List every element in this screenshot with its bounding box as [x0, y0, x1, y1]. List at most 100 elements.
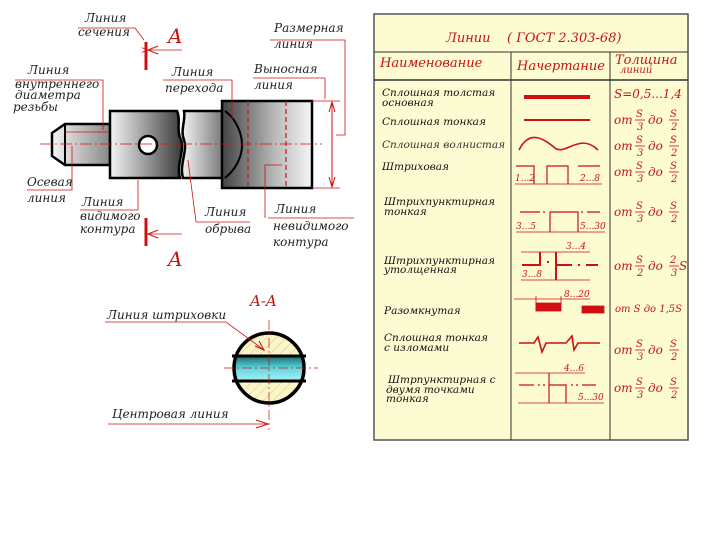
- label-thread-line: Линия внутреннего диаметра резьбы: [13, 63, 99, 114]
- svg-text:сечения: сечения: [78, 25, 130, 39]
- svg-text:4...6: 4...6: [563, 364, 584, 374]
- thickness-from: от: [614, 165, 633, 179]
- svg-text:тонкая: тонкая: [386, 393, 429, 405]
- thickness-to: до: [648, 139, 663, 153]
- label-hidden-contour: Линия невидимого контура: [273, 202, 349, 249]
- fraction-denominator: 3: [637, 148, 643, 159]
- sample-dash-dot-thin: [516, 211, 605, 233]
- svg-text:8...20: 8...20: [564, 290, 590, 300]
- svg-text:Сплошная тонкая: Сплошная тонкая: [384, 332, 488, 344]
- svg-text:невидимого: невидимого: [273, 219, 349, 233]
- sample-zigzag: [519, 334, 600, 355]
- fraction-denominator: 2: [670, 122, 677, 133]
- svg-text:линия: линия: [254, 78, 293, 92]
- svg-text:3...4: 3...4: [566, 242, 586, 252]
- svg-text:Линия: Линия: [171, 65, 213, 79]
- header-name: Наименование: [379, 56, 483, 71]
- svg-text:Штриховая: Штриховая: [381, 161, 449, 173]
- svg-text:3...8: 3...8: [522, 270, 542, 280]
- fraction-numerator: S: [670, 377, 677, 388]
- thickness-from: от: [614, 113, 633, 127]
- fraction-numerator: S: [670, 201, 677, 212]
- svg-text:резьбы: резьбы: [13, 100, 58, 114]
- thickness-from: от: [614, 139, 633, 153]
- svg-text:Сплошная тонкая: Сплошная тонкая: [382, 116, 486, 128]
- fraction-denominator: 3: [637, 214, 643, 225]
- fraction-denominator: 2: [670, 390, 677, 401]
- svg-text:1...2: 1...2: [515, 174, 535, 184]
- thickness-to: до: [648, 113, 663, 127]
- svg-text:Линия: Линия: [84, 11, 126, 25]
- row-names: Сплошная толстая основная Сплошная тонка…: [381, 87, 505, 405]
- fraction-numerator: S: [636, 109, 643, 120]
- fraction-numerator: S: [670, 339, 677, 350]
- fraction-numerator: S: [670, 135, 677, 146]
- thickness-from: от: [614, 343, 633, 357]
- label-axis-line: Осевая линия: [27, 175, 73, 205]
- line-samples: [514, 95, 605, 404]
- svg-text:Разомкнутая: Разомкнутая: [383, 305, 461, 317]
- fraction-denominator: 2: [670, 352, 677, 363]
- thickness-from: от: [614, 259, 633, 273]
- svg-text:3...5: 3...5: [516, 222, 536, 232]
- svg-text:Линия: Линия: [81, 195, 123, 209]
- thickness-value: от S до 1,5S: [615, 304, 682, 315]
- svg-text:Линия: Линия: [274, 202, 316, 216]
- line-types-table: Линии ( ГОСТ 2.303-68) Наименование Наче…: [373, 13, 689, 441]
- thickness-to: до: [648, 259, 663, 273]
- fraction-numerator: S: [636, 201, 643, 212]
- svg-text:Размерная: Размерная: [273, 21, 344, 35]
- label-break-line: Линия обрыва: [204, 205, 251, 236]
- fraction-denominator: 2: [670, 148, 677, 159]
- svg-text:Штрихпунктирная: Штрихпунктирная: [383, 196, 495, 208]
- sample-two-dot: [515, 372, 604, 404]
- fraction-denominator: 3: [637, 390, 643, 401]
- sample-wavy: [518, 136, 599, 151]
- table-title: Линии ( ГОСТ 2.303-68): [445, 31, 622, 46]
- label-center-line: Центровая линия: [112, 407, 229, 421]
- svg-text:Сплошная толстая: Сплошная толстая: [382, 87, 495, 99]
- fraction-denominator: 3: [637, 352, 643, 363]
- svg-text:линия: линия: [274, 37, 313, 51]
- svg-text:Линия: Линия: [27, 63, 69, 77]
- sample-dash-dot-thick: [521, 251, 598, 281]
- thickness-value: S=0,5...1,4: [614, 87, 682, 101]
- svg-text:5...30: 5...30: [580, 222, 606, 232]
- thickness-to: до: [648, 165, 663, 179]
- svg-text:Штрпунктирная с: Штрпунктирная с: [387, 374, 496, 386]
- section-letter-bottom: A: [166, 247, 182, 271]
- shaft-part: [40, 99, 340, 190]
- label-section-line: Линия сечения: [78, 11, 130, 39]
- svg-text:2...8: 2...8: [579, 174, 600, 184]
- svg-text:Сплошная волнистая: Сплошная волнистая: [382, 139, 505, 151]
- thickness-from: от: [614, 381, 633, 395]
- sample-open: [514, 296, 605, 314]
- thickness-to: до: [648, 381, 663, 395]
- svg-text:5...30: 5...30: [578, 393, 604, 403]
- sample-dashed: [515, 165, 602, 185]
- section-view: A-A Линия штриховки Центровая линия: [105, 292, 318, 430]
- svg-text:тонкая: тонкая: [384, 206, 427, 218]
- fraction-denominator: 3: [671, 268, 677, 279]
- svg-text:Линия: Линия: [204, 205, 246, 219]
- label-hatch-line: Линия штриховки: [106, 308, 226, 322]
- fraction-numerator: S: [636, 135, 643, 146]
- fraction-denominator: 2: [636, 268, 643, 279]
- thickness-from: от: [614, 205, 633, 219]
- header-thickness: Толщина: [615, 53, 677, 68]
- svg-text:диаметра: диаметра: [15, 88, 81, 102]
- fraction-numerator: 2: [669, 255, 676, 266]
- svg-text:контура: контура: [273, 235, 328, 249]
- svg-text:обрыва: обрыва: [205, 222, 251, 236]
- header-drawing: Начертание: [516, 59, 605, 74]
- svg-text:перехода: перехода: [165, 81, 223, 95]
- section-title: A-A: [248, 292, 277, 310]
- line-dimensions: 1...2 2...8 3...5 5...30 3...4 3...8 8..…: [515, 174, 606, 403]
- svg-text:Штрихпунктирная: Штрихпунктирная: [383, 255, 495, 267]
- svg-text:утолщенная: утолщенная: [383, 264, 457, 276]
- svg-text:с изломами: с изломами: [384, 342, 449, 354]
- section-letter-top: A: [166, 24, 182, 48]
